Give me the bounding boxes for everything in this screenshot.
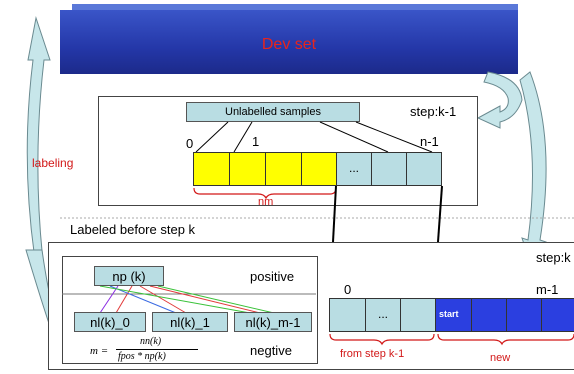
dots-top: ... [348, 161, 359, 175]
new-cell-start: start [435, 298, 472, 332]
nm-cell-4 [301, 152, 337, 186]
bottom-left-inner [62, 256, 318, 364]
unlabelled-cell-3 [406, 152, 442, 186]
pointer-0 [195, 121, 229, 153]
from-step-k-1-label: from step k-1 [340, 348, 405, 360]
link-np-nlm-b [157, 285, 275, 314]
nl-k-m-1-box: nl(k)_m-1 [234, 312, 312, 332]
labeling-label: labeling [32, 156, 74, 170]
link-np-nlm-a [149, 285, 261, 314]
positive-label: positive [250, 269, 295, 284]
index-n-1-top: n-1 [420, 134, 439, 149]
index-0-bottom: 0 [344, 282, 352, 297]
step-k-minus-1-label: step:k-1 [410, 104, 457, 119]
nl-k-0-box: nl(k)_0 [74, 312, 146, 332]
step-k-label: step:k [536, 250, 571, 265]
nl-k-1-label: nl(k)_1 [170, 315, 210, 330]
new-label: new [490, 352, 511, 364]
negtive-label: negtive [250, 343, 292, 358]
new-cell-3 [506, 298, 542, 332]
unlabelled-samples-box: Unlabelled samples [186, 102, 360, 122]
link-np-nl1-a [139, 285, 187, 314]
pointer-mid [319, 121, 389, 153]
nl-k-1-box: nl(k)_1 [152, 312, 228, 332]
np-k-label: np (k) [112, 269, 146, 284]
index-0-top: 0 [186, 136, 194, 151]
formula-denominator: fpos * np(k) [118, 351, 166, 362]
from-brace-path [329, 333, 435, 346]
devset-top-face [72, 4, 518, 12]
from-cell-1 [329, 298, 366, 332]
new-cell-4 [541, 298, 574, 332]
nl-k-m-1-label: nl(k)_m-1 [245, 315, 301, 330]
unlabelled-cell-dots: ... [336, 152, 372, 186]
formula-m: m = [90, 345, 109, 357]
formula-fraction-bar [116, 349, 198, 350]
link-np-nl0-b [115, 285, 133, 314]
pointer-1 [233, 121, 253, 153]
pointer-n-1 [355, 121, 433, 153]
np-k-box: np (k) [94, 266, 164, 286]
index-1-top: 1 [252, 134, 260, 149]
labeled-before-step-k-label: Labeled before step k [70, 222, 196, 237]
link-np-nl1-b [109, 285, 177, 314]
index-m-1-bottom: m-1 [536, 282, 559, 297]
start-label: start [439, 309, 459, 319]
devset-label: Dev set [261, 36, 317, 53]
dots-bottom: ... [377, 307, 388, 321]
nm-cell-2 [229, 152, 266, 186]
nm-brace-path [193, 187, 337, 200]
link-np-nlm-c [99, 285, 251, 314]
link-np-nl0-a [99, 285, 119, 314]
new-cell-2 [471, 298, 507, 332]
right-arrow-into-panel [476, 71, 523, 129]
nm-label: nm [258, 196, 274, 208]
new-brace-path [437, 333, 574, 346]
nl-k-0-label: nl(k)_0 [90, 315, 130, 330]
unlabelled-samples-label: Unlabelled samples [225, 106, 321, 118]
formula-numerator: nn(k) [140, 336, 162, 347]
devset-block: Dev set [60, 10, 518, 74]
nm-cell-3 [265, 152, 302, 186]
